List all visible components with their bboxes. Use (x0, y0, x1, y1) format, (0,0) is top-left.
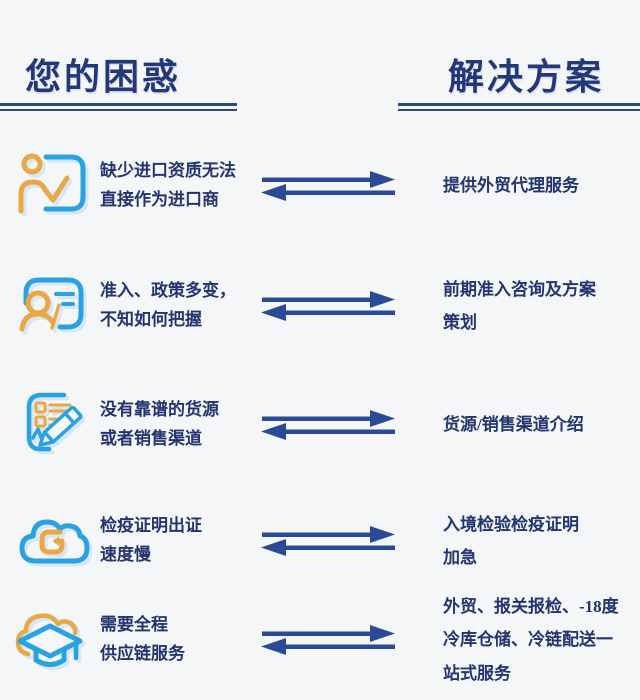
row-quarantine-certificate: 检疫证明出证 速度慢 入境检验检疫证明 加急 (0, 485, 640, 597)
problem-text: 检疫证明出证 速度慢 (100, 516, 202, 564)
solution-text: 入境检验检疫证明 加急 (443, 514, 579, 567)
document-pencil-icon (12, 386, 94, 464)
solution-text: 货源/销售渠道介绍 (443, 415, 584, 435)
problem-text: 需要全程 供应链服务 (100, 615, 185, 663)
right-title-underline (398, 103, 640, 111)
solution-text: 提供外贸代理服务 (443, 176, 579, 196)
left-column-title: 您的困惑 (25, 57, 182, 97)
row-import-qualification: 缺少进口资质无法 直接作为进口商 提供外贸代理服务 (0, 130, 640, 242)
problem-text: 缺少进口资质无法 直接作为进口商 (100, 161, 236, 209)
row-policy-access: 准入、政策多变， 不知如何把握 前期准入咨询及方案 策划 (0, 250, 640, 362)
right-column-title: 解决方案 (448, 57, 605, 97)
solution-text: 外贸、报关报检、-18度 冷库仓储、冷链配送一 站式服务 (443, 597, 619, 683)
row-supply-channel: 没有靠谱的货源 或者销售渠道 货源/销售渠道介绍 (0, 369, 640, 481)
graduation-cap-cloud-icon (12, 601, 94, 679)
two-way-arrow-icon (260, 624, 396, 656)
id-card-person-icon (12, 267, 94, 345)
two-way-arrow-icon (260, 170, 396, 202)
problem-text: 没有靠谱的货源 或者销售渠道 (100, 400, 219, 448)
two-way-arrow-icon (260, 525, 396, 557)
row-supply-chain-service: 需要全程 供应链服务 外贸、报关报检、-18度 冷库仓储、冷链配送一 站式服务 (0, 584, 640, 696)
presentation-trainer-icon (12, 147, 94, 225)
cloud-g-icon (12, 502, 94, 580)
two-way-arrow-icon (260, 409, 396, 441)
left-title-underline (0, 103, 237, 111)
problem-text: 准入、政策多变， 不知如何把握 (100, 281, 236, 329)
two-way-arrow-icon (260, 290, 396, 322)
solution-text: 前期准入咨询及方案 策划 (443, 279, 596, 332)
